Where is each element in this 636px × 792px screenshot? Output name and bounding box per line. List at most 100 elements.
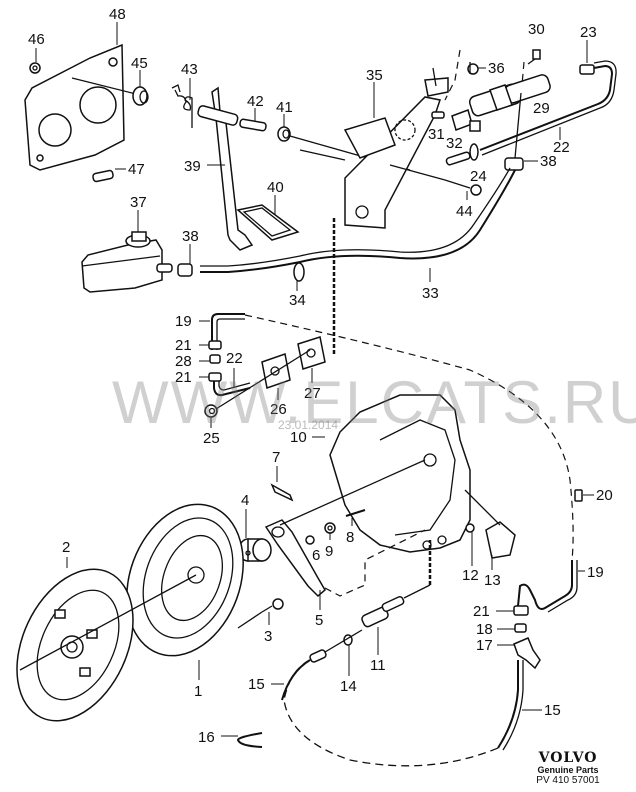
part-6-pivot-bolt	[305, 535, 315, 545]
callout-19-mid: 19	[175, 313, 210, 330]
callout-label: 1	[194, 683, 202, 700]
callout-label: 20	[596, 487, 613, 504]
callout-label: 22	[226, 350, 243, 367]
callout-18: 18	[476, 621, 515, 638]
volvo-logo: VOLVO	[538, 750, 598, 766]
callout-48: 48	[109, 6, 126, 45]
genuine-parts-label: Genuine Parts	[537, 765, 599, 775]
callout-label: 48	[109, 6, 126, 23]
callout-46: 46	[28, 31, 45, 62]
callout-21-c: 21	[473, 603, 514, 620]
part-40-pedal-pad	[236, 204, 300, 241]
callout-22-top: 22	[553, 127, 570, 156]
callout-label: 8	[346, 529, 354, 546]
callout-45: 45	[131, 55, 148, 87]
callout-24: 24	[470, 168, 487, 185]
part-17-bracket	[513, 637, 541, 670]
callout-label: 10	[290, 429, 307, 446]
callout-label: 46	[28, 31, 45, 48]
callout-43: 43	[181, 61, 198, 100]
part-30-screw	[527, 49, 541, 65]
part-36-bolt	[467, 62, 479, 75]
callout-label: 43	[181, 61, 198, 78]
part-29-master-cylinder	[468, 74, 551, 117]
callout-3: 3	[264, 612, 272, 645]
callout-12: 12	[462, 532, 479, 584]
part-39-pedal-arm	[197, 86, 254, 251]
callout-label: 42	[247, 93, 264, 110]
callout-label: 38	[540, 153, 557, 170]
callout-label: 29	[533, 100, 550, 117]
callout-label: 28	[175, 353, 192, 370]
callout-1: 1	[194, 660, 202, 700]
callout-22-mid: 22	[226, 350, 243, 388]
callout-label: 19	[587, 564, 604, 581]
part-28-union	[209, 354, 221, 364]
callout-label: 37	[130, 194, 147, 211]
callout-32: 32	[446, 135, 463, 152]
callout-31: 31	[428, 126, 445, 143]
callout-label: 24	[470, 168, 487, 185]
callout-label: 38	[182, 228, 199, 245]
part-37-reservoir	[81, 231, 173, 293]
part-38-clip-left	[177, 263, 193, 277]
callout-label: 14	[340, 678, 357, 695]
callout-38-left: 38	[182, 228, 199, 264]
callout-16: 16	[198, 729, 238, 746]
callout-label: 35	[366, 67, 383, 84]
part-27-plate	[297, 336, 326, 370]
callout-11: 11	[370, 627, 386, 674]
callout-20: 20	[583, 487, 613, 504]
part-41-nut	[277, 126, 291, 142]
callout-label: 17	[476, 637, 493, 654]
part-11-slave-cylinder	[361, 595, 405, 628]
part-16-clip	[236, 732, 263, 748]
callout-label: 15	[544, 702, 561, 719]
part-3-bolt	[261, 598, 284, 613]
callout-label: 36	[488, 60, 505, 77]
callout-37: 37	[130, 194, 147, 232]
callout-15-right: 15	[522, 702, 561, 719]
callout-19-low: 19	[578, 564, 604, 581]
callout-21-a: 21	[175, 337, 209, 354]
callout-label: 5	[315, 612, 323, 629]
callout-label: 30	[528, 21, 545, 38]
callout-label: 22	[553, 139, 570, 156]
callout-label: 23	[580, 24, 597, 41]
callout-33: 33	[422, 268, 439, 302]
callout-label: 34	[289, 292, 306, 309]
callout-label: 3	[264, 628, 272, 645]
part-15-hose	[281, 659, 524, 767]
callout-label: 21	[175, 337, 192, 354]
part-21-nut-upper	[208, 340, 222, 350]
part-31-clevis-pin	[431, 111, 445, 119]
part-48-bracket-plate	[24, 43, 141, 171]
part-22-pipe-upper	[479, 60, 617, 156]
callout-9: 9	[325, 533, 333, 560]
callout-5: 5	[315, 590, 323, 629]
callout-label: 40	[267, 179, 284, 196]
part-21-nut-lower	[208, 372, 222, 382]
callout-47: 47	[115, 161, 145, 178]
callout-label: 31	[428, 126, 445, 143]
callout-13: 13	[484, 555, 501, 589]
part-21-nut-bottom	[513, 605, 529, 616]
callout-26: 26	[270, 388, 287, 418]
callout-label: 4	[241, 492, 249, 509]
callout-label: 47	[128, 161, 145, 178]
part-15-hose-end	[309, 649, 327, 663]
callout-label: 39	[184, 158, 201, 175]
part-20-clip	[574, 489, 583, 502]
callout-10: 10	[290, 429, 325, 446]
callout-label: 7	[272, 449, 280, 466]
part-33-hose	[200, 167, 516, 273]
callout-label: 25	[203, 430, 220, 447]
callout-label: 9	[325, 543, 333, 560]
callout-8: 8	[346, 518, 354, 546]
callout-28: 28	[175, 353, 210, 370]
part-23-fitting	[579, 64, 595, 75]
diagram-code: PV 410 57001	[536, 775, 600, 786]
callout-label: 11	[370, 657, 386, 674]
callout-label: 45	[131, 55, 148, 72]
part-5-release-fork	[264, 519, 326, 598]
